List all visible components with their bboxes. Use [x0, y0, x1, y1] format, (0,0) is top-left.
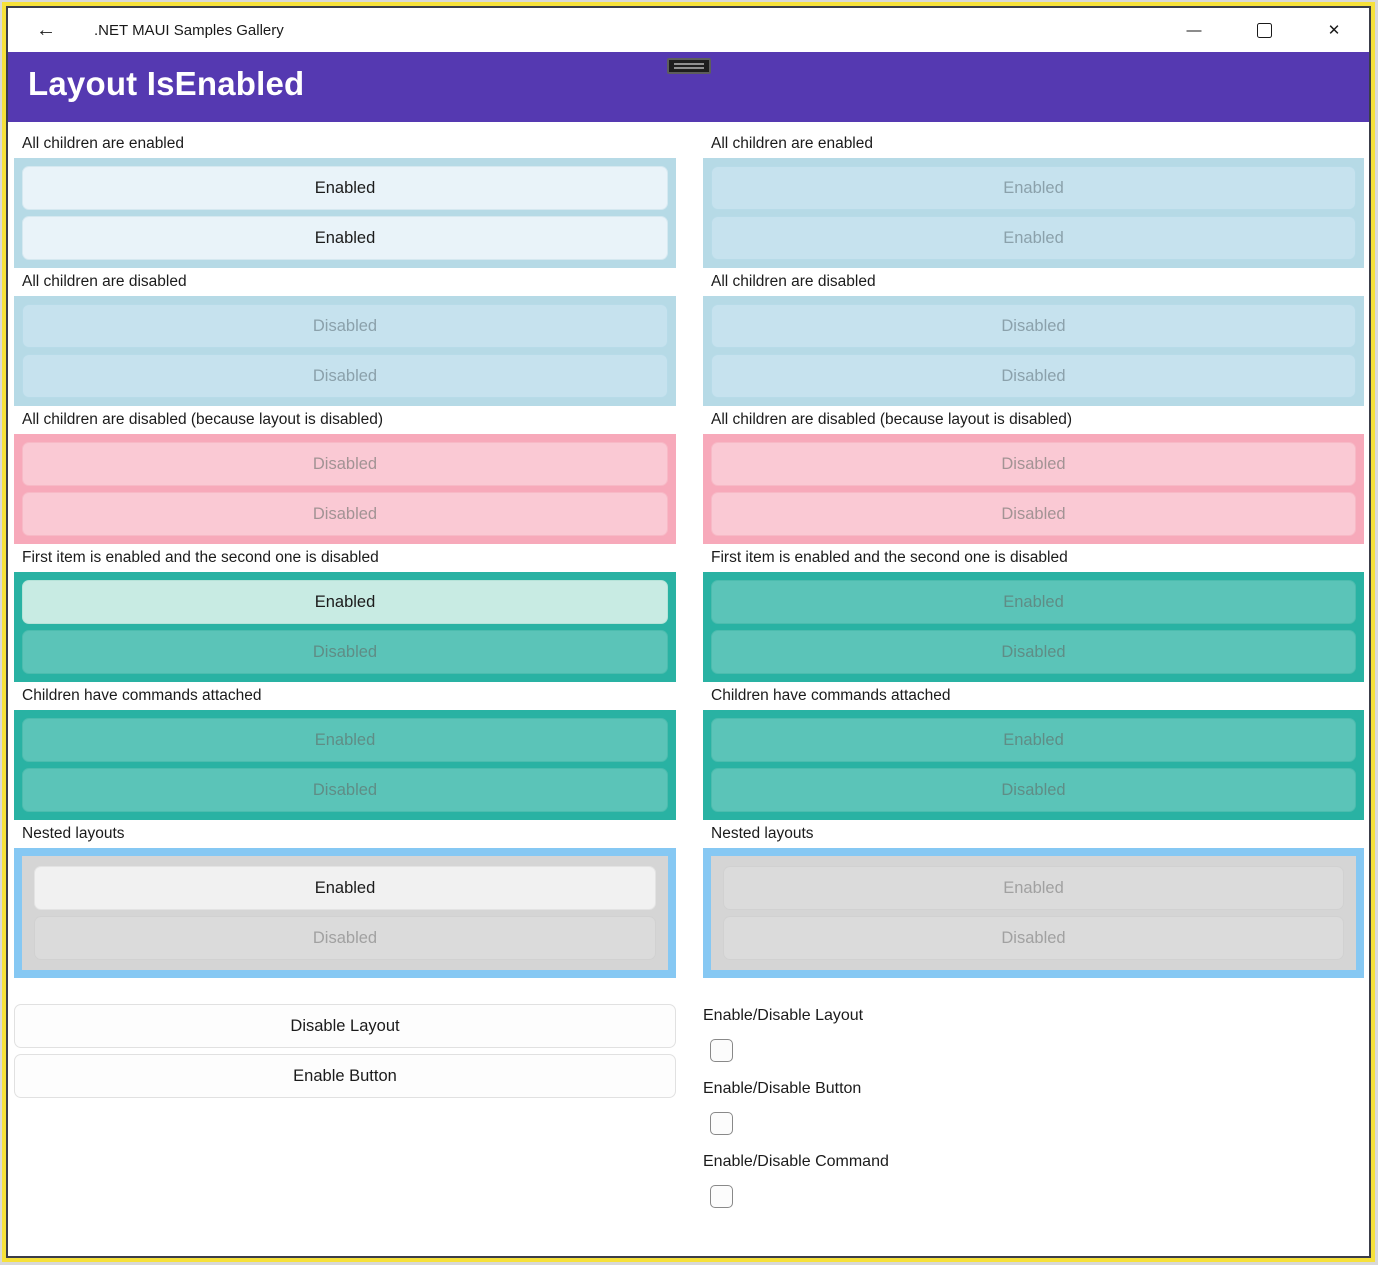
- enabled-button: Enabled: [723, 866, 1344, 910]
- toggle-label: Enable/Disable Layout: [703, 1007, 864, 1024]
- page-title: Layout IsEnabled: [28, 65, 305, 102]
- enable-disable-button-checkbox[interactable]: [710, 1112, 733, 1135]
- section-label: First item is enabled and the second one…: [22, 549, 379, 566]
- enabled-button[interactable]: Enabled: [22, 580, 668, 624]
- disable-layout-button[interactable]: Disable Layout: [14, 1004, 676, 1048]
- section-label: All children are enabled: [22, 135, 184, 152]
- enabled-button[interactable]: Enabled: [22, 166, 668, 210]
- enabled-button: Enabled: [711, 580, 1356, 624]
- page-header: Layout IsEnabled: [8, 52, 1369, 122]
- section-label: Nested layouts: [22, 825, 125, 842]
- disabled-button: Disabled: [22, 442, 668, 486]
- disabled-button: Disabled: [723, 916, 1344, 960]
- back-icon[interactable]: ←: [28, 16, 64, 44]
- section-label: All children are disabled: [711, 273, 876, 290]
- maximize-button[interactable]: [1229, 8, 1299, 52]
- disabled-button: Disabled: [711, 304, 1356, 348]
- demo-section: First item is enabled and the second one…: [703, 544, 1364, 682]
- enabled-button: Enabled: [711, 166, 1356, 210]
- minimize-button[interactable]: —: [1159, 8, 1229, 52]
- enable-button-button[interactable]: Enable Button: [14, 1054, 676, 1098]
- section-label: All children are enabled: [711, 135, 873, 152]
- disabled-button: Disabled: [22, 630, 668, 674]
- section-label: Children have commands attached: [22, 687, 262, 704]
- window-title: .NET MAUI Samples Gallery: [94, 21, 284, 39]
- section-label: First item is enabled and the second one…: [711, 549, 1068, 566]
- section-label: All children are disabled: [22, 273, 187, 290]
- disabled-button: Disabled: [22, 304, 668, 348]
- enabled-button: Enabled: [711, 216, 1356, 260]
- debug-overlay-handle-icon[interactable]: [667, 58, 711, 74]
- toggle-label: Enable/Disable Command: [703, 1153, 889, 1170]
- disabled-button: Disabled: [22, 768, 668, 812]
- disabled-button: Disabled: [22, 492, 668, 536]
- disabled-button: Disabled: [711, 630, 1356, 674]
- window-content: ← .NET MAUI Samples Gallery — ✕ Layout I…: [6, 6, 1371, 1258]
- enabled-button[interactable]: Enabled: [34, 866, 656, 910]
- maximize-icon: [1256, 22, 1272, 38]
- enabled-button: Enabled: [711, 718, 1356, 762]
- toggle-label: Enable/Disable Button: [703, 1080, 862, 1097]
- disabled-button: Disabled: [22, 354, 668, 398]
- disabled-button: Disabled: [711, 354, 1356, 398]
- demo-section: First item is enabled and the second one…: [14, 544, 676, 682]
- close-button[interactable]: ✕: [1299, 8, 1369, 52]
- section-label: All children are disabled (because layou…: [22, 411, 384, 428]
- titlebar: ← .NET MAUI Samples Gallery — ✕: [8, 8, 1369, 52]
- disabled-button: Disabled: [711, 492, 1356, 536]
- enabled-button[interactable]: Enabled: [22, 216, 668, 260]
- disabled-button: Disabled: [711, 768, 1356, 812]
- demo-section: All children are disabled (because layou…: [14, 406, 676, 544]
- enabled-button: Enabled: [22, 718, 668, 762]
- disabled-button: Disabled: [34, 916, 656, 960]
- section-label: Nested layouts: [711, 825, 814, 842]
- demo-section: All children are disabled (because layou…: [703, 406, 1364, 544]
- section-label: Children have commands attached: [711, 687, 951, 704]
- disabled-button: Disabled: [711, 442, 1356, 486]
- section-label: All children are disabled (because layou…: [711, 411, 1073, 428]
- enable-disable-layout-checkbox[interactable]: [710, 1039, 733, 1062]
- enable-disable-command-checkbox[interactable]: [710, 1185, 733, 1208]
